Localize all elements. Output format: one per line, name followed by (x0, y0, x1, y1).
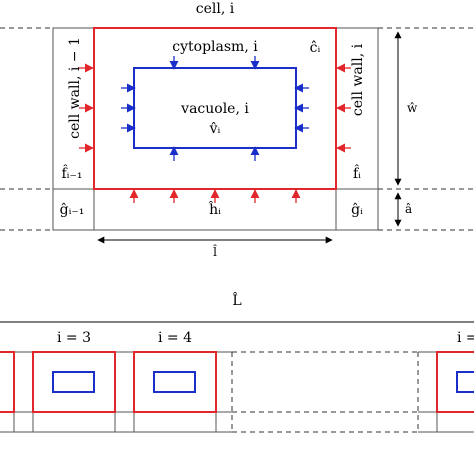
blue-flux-arrows-bottom (169, 146, 260, 161)
cell-wall-left-label: cell wall, i − 1 (67, 37, 83, 139)
cell-4-label: i = 4 (158, 330, 192, 346)
cell-4-vacuole (153, 371, 196, 393)
detailed-cell: cell, i cytoplasm, i ĉᵢ vacuole, i v̂ᵢ c… (0, 1, 474, 259)
g-left-label: ĝᵢ₋₁ (60, 201, 85, 218)
cell-partial-right-cytoplasm (436, 351, 474, 413)
blue-flux-arrows-right (294, 83, 309, 133)
h-center-label: ĥᵢ (208, 200, 221, 218)
vacuole-label: vacuole, i (180, 101, 249, 117)
red-flux-arrows-right (336, 63, 351, 153)
cell-3-vacuole (52, 371, 95, 393)
a-hat-label: â (405, 202, 412, 216)
cytoplasm-boundary (93, 27, 337, 190)
red-flux-arrows-bottom (129, 189, 301, 203)
f-right-label: f̂ᵢ (353, 164, 361, 182)
cell-4-cytoplasm (133, 351, 217, 413)
l-hat-label: l̂ (213, 243, 217, 259)
cell-wall-right-label: cell wall, i (350, 43, 366, 116)
cell-partial-left (0, 351, 15, 413)
v-hat-label: v̂ᵢ (209, 121, 221, 137)
cell-partial-right-vacuole (456, 371, 474, 393)
c-hat-label: ĉᵢ (310, 40, 321, 56)
cell-row: L̂ i = 3 i = 4 (0, 291, 474, 433)
L-hat-label: L̂ (232, 291, 241, 309)
cell-partial-right-label: i = (457, 330, 474, 346)
cell-3-label: i = 3 (57, 330, 91, 346)
red-flux-arrows-left (79, 63, 94, 153)
f-left-label: f̂ᵢ₋₁ (62, 164, 83, 182)
g-right-label: ĝᵢ (351, 201, 363, 218)
cell-title: cell, i (196, 1, 235, 17)
blue-flux-arrows-left (121, 83, 136, 133)
blue-flux-arrows-top (169, 56, 260, 70)
w-hat-label: ŵ (407, 101, 418, 115)
cell-3-cytoplasm (32, 351, 116, 413)
cytoplasm-label: cytoplasm, i (172, 39, 258, 55)
